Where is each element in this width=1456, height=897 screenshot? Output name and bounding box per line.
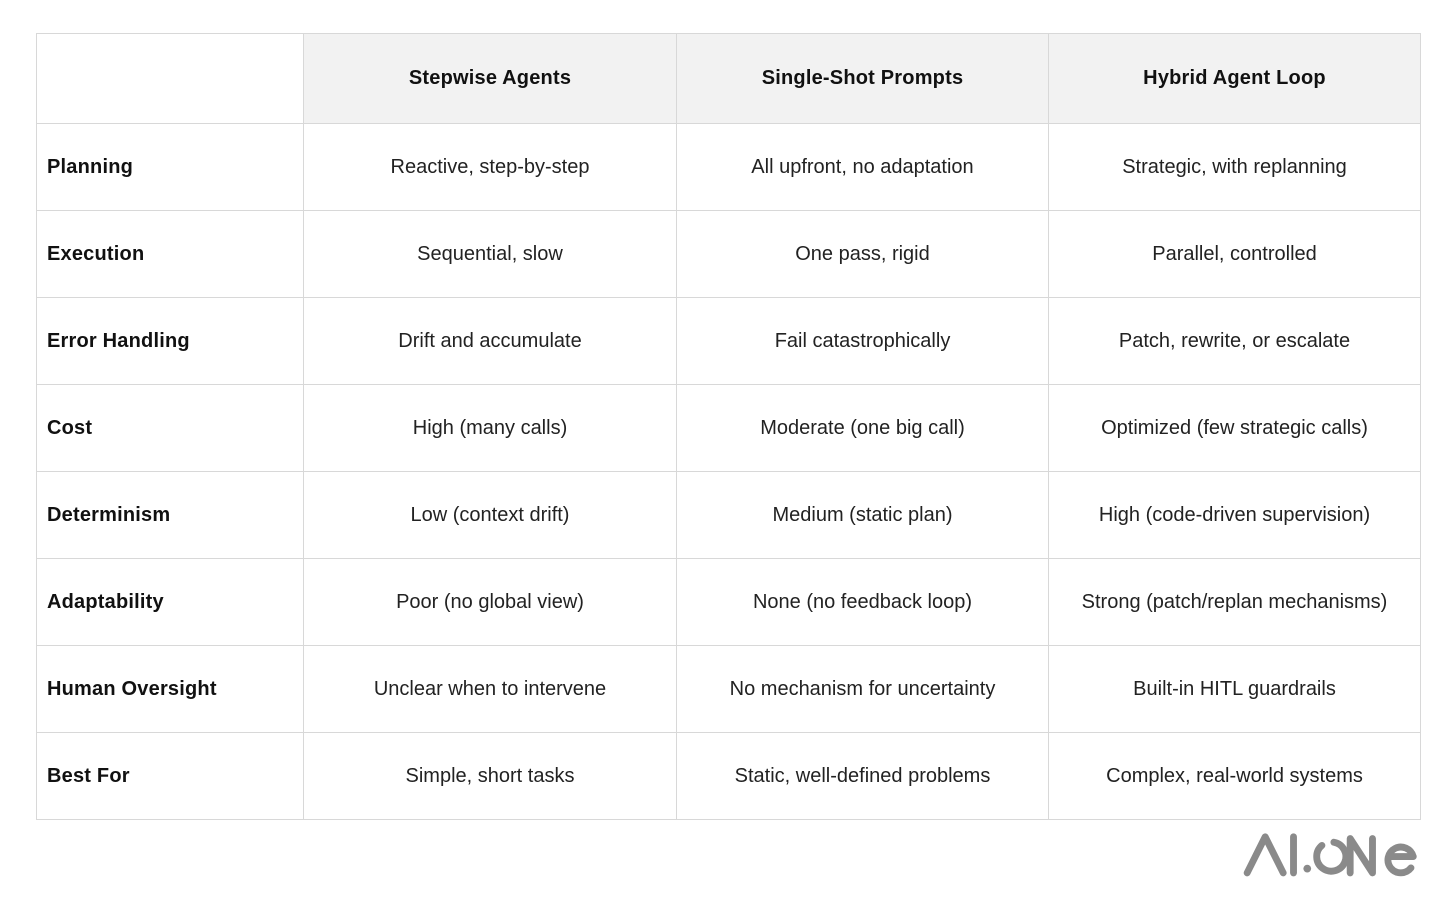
- table-cell: High (code-driven supervision): [1048, 471, 1421, 559]
- table-row-best-for: Best For Simple, short tasks Static, wel…: [36, 732, 1421, 820]
- table-cell: Low (context drift): [303, 471, 677, 559]
- ai-one-logo: [1242, 827, 1424, 881]
- table-cell: All upfront, no adaptation: [676, 123, 1049, 211]
- table-cell: High (many calls): [303, 384, 677, 472]
- table-row-error-handling: Error Handling Drift and accumulate Fail…: [36, 297, 1421, 385]
- table-cell: Optimized (few strategic calls): [1048, 384, 1421, 472]
- table-cell: Reactive, step-by-step: [303, 123, 677, 211]
- row-label: Determinism: [36, 471, 304, 559]
- table-cell: Fail catastrophically: [676, 297, 1049, 385]
- table-row-execution: Execution Sequential, slow One pass, rig…: [36, 210, 1421, 298]
- table-row-determinism: Determinism Low (context drift) Medium (…: [36, 471, 1421, 559]
- row-label: Cost: [36, 384, 304, 472]
- table-row-human-oversight: Human Oversight Unclear when to interven…: [36, 645, 1421, 733]
- table-cell: Sequential, slow: [303, 210, 677, 298]
- table-cell: Static, well-defined problems: [676, 732, 1049, 820]
- row-label: Human Oversight: [36, 645, 304, 733]
- header-row: Stepwise Agents Single-Shot Prompts Hybr…: [36, 33, 1421, 124]
- column-header-single-shot-prompts: Single-Shot Prompts: [676, 33, 1049, 124]
- table-cell: Poor (no global view): [303, 558, 677, 646]
- row-label: Adaptability: [36, 558, 304, 646]
- table-row-planning: Planning Reactive, step-by-step All upfr…: [36, 123, 1421, 211]
- corner-cell: [36, 33, 304, 124]
- row-label: Error Handling: [36, 297, 304, 385]
- table-cell: Parallel, controlled: [1048, 210, 1421, 298]
- ai-one-logo-icon: [1243, 833, 1417, 877]
- table-cell: Unclear when to intervene: [303, 645, 677, 733]
- table-cell: Patch, rewrite, or escalate: [1048, 297, 1421, 385]
- table-cell: Moderate (one big call): [676, 384, 1049, 472]
- column-header-hybrid-agent-loop: Hybrid Agent Loop: [1048, 33, 1421, 124]
- table-cell: Complex, real-world systems: [1048, 732, 1421, 820]
- row-label: Planning: [36, 123, 304, 211]
- row-label: Best For: [36, 732, 304, 820]
- table-cell: Built-in HITL guardrails: [1048, 645, 1421, 733]
- table-cell: Strategic, with replanning: [1048, 123, 1421, 211]
- column-header-stepwise-agents: Stepwise Agents: [303, 33, 677, 124]
- table-row-adaptability: Adaptability Poor (no global view) None …: [36, 558, 1421, 646]
- table-row-cost: Cost High (many calls) Moderate (one big…: [36, 384, 1421, 472]
- table-cell: Simple, short tasks: [303, 732, 677, 820]
- table-cell: One pass, rigid: [676, 210, 1049, 298]
- table-cell: None (no feedback loop): [676, 558, 1049, 646]
- table-cell: Drift and accumulate: [303, 297, 677, 385]
- table-cell: No mechanism for uncertainty: [676, 645, 1049, 733]
- comparison-table: Stepwise Agents Single-Shot Prompts Hybr…: [36, 33, 1421, 820]
- table-cell: Strong (patch/replan mechanisms): [1048, 558, 1421, 646]
- row-label: Execution: [36, 210, 304, 298]
- table-cell: Medium (static plan): [676, 471, 1049, 559]
